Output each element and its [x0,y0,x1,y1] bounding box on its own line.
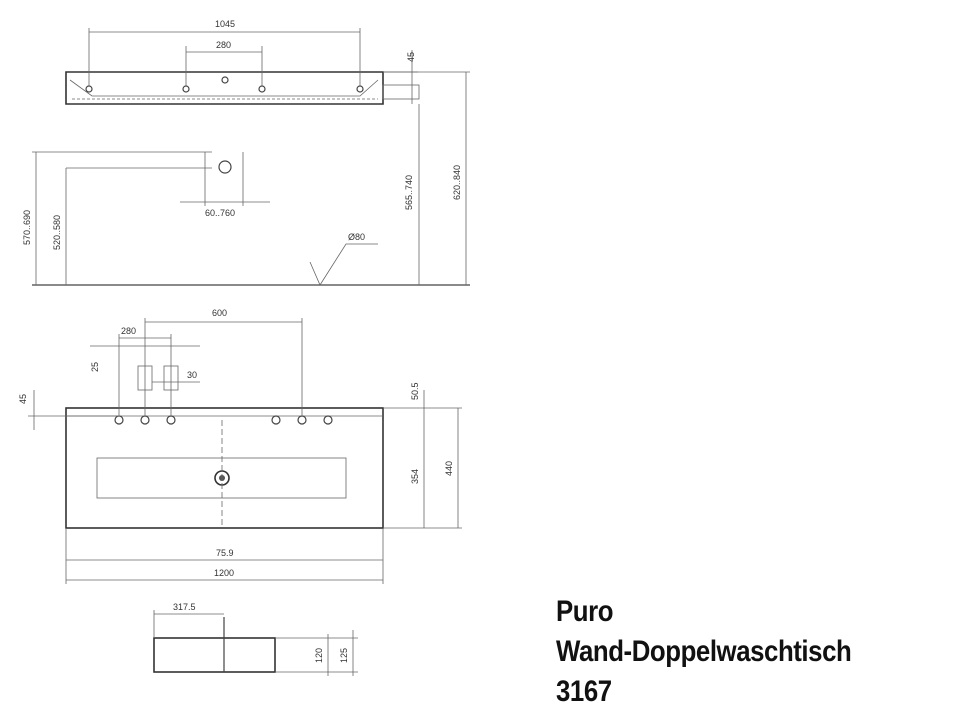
title-series: Puro [556,595,614,628]
dim-side-overflow: Ø80 [348,232,365,242]
dim-front-depth-inner: 354 [410,469,420,484]
dim-side-left-outer: 570..690 [22,210,32,245]
dim-bottom-width: 317.5 [173,602,196,612]
bottom-section-view: 317.5 120 125 [153,602,358,676]
dim-front-right-top: 50.5 [410,382,420,400]
dim-front-left: 280 [121,326,136,336]
dim-bottom-inner: 120 [314,648,324,663]
dim-front-gap: 30 [187,370,197,380]
dim-top-width: 1045 [215,19,235,29]
side-view: 60..760 565..740 620..840 570..690 520..… [22,71,470,286]
dim-side-left-inner: 520..580 [52,215,62,250]
dim-front-inner-width: 75.9 [216,548,234,558]
dim-front-total-width: 1200 [214,568,234,578]
dim-side-drain: 60..760 [205,208,235,218]
plan-view: 600 280 25 30 45 50.5 354 440 75.9 1200 [18,308,462,584]
dim-top-spacing: 280 [216,40,231,50]
dim-front-edge: 45 [18,394,28,404]
dim-side-mount: 565..740 [404,175,414,210]
top-view: 1045 280 45 [65,19,420,105]
dim-side-total: 620..840 [452,165,462,200]
title-model: 3167 [556,675,612,708]
title-product: Wand-Doppelwaschtisch [556,635,852,668]
dim-front-holes: 600 [212,308,227,318]
dim-front-small: 25 [90,362,100,372]
dim-front-depth-outer: 440 [444,461,454,476]
dim-bottom-outer: 125 [339,648,349,663]
dim-top-thickness: 45 [406,52,416,62]
